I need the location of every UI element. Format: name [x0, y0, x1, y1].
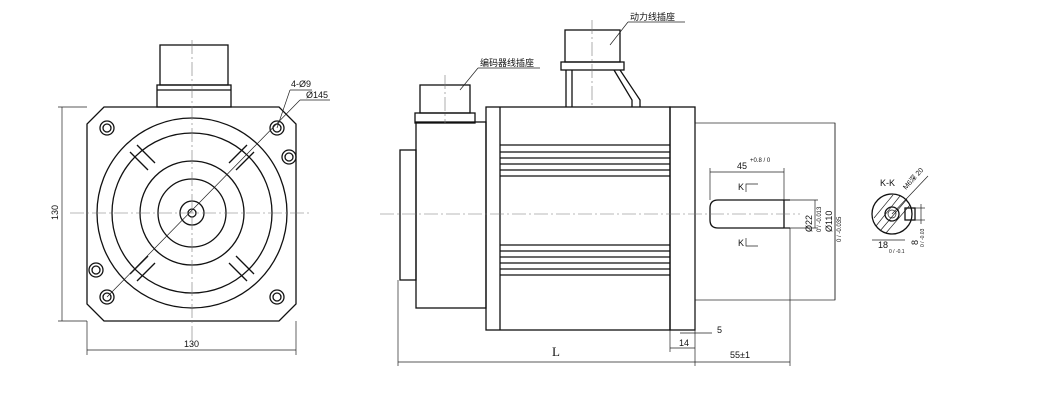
section-circle — [871, 193, 913, 235]
front-view: 4-Ø9 Ø145 130 130 — [50, 40, 330, 355]
power-connector-front — [159, 44, 229, 86]
thread-label: M6深 20 — [901, 166, 925, 192]
section-mark-top: K — [738, 182, 744, 192]
pcd-label: Ø145 — [306, 90, 328, 100]
front-flange — [669, 106, 696, 331]
connector-base-front — [156, 84, 232, 108]
dim-key-width-tol: 0 / -0.03 — [920, 228, 926, 247]
power-connector-label: 动力线插座 — [630, 11, 675, 22]
dim-flange: 14 — [679, 338, 689, 348]
rear-cap — [399, 149, 417, 281]
section-mark-bottom: K — [738, 238, 744, 248]
motor-body — [485, 106, 671, 331]
dim-shaft-length: 55±1 — [730, 350, 750, 360]
dim-shaft-dia-tol: 0 / -0.013 — [817, 206, 823, 232]
dim-shaft-dia: Ø22 — [804, 215, 814, 232]
dim-key-length: 45 — [737, 161, 747, 171]
flange-square — [86, 106, 297, 322]
dim-key-width: 8 — [910, 240, 920, 245]
dim-key-height: 18 — [878, 240, 888, 250]
dim-pilot-dia: Ø110 — [824, 211, 834, 232]
encoder-connector-label: 编码器线插座 — [480, 57, 534, 68]
dim-height: 130 — [50, 205, 60, 220]
dim-key-length-tol: +0.8 / 0 — [750, 158, 771, 164]
section-title: K-K — [880, 178, 895, 188]
encoder-housing — [415, 121, 487, 309]
mounting-holes — [88, 120, 297, 305]
pilot-outline — [694, 122, 836, 301]
dim-key-height-tol: 0 / -0.1 — [889, 249, 905, 255]
section-view: K-K M6深 20 18 0 / -0.1 8 0 / -0.03 — [871, 166, 929, 255]
dim-width: 130 — [184, 339, 199, 349]
hole-callout: 4-Ø9 — [291, 79, 311, 89]
dim-step: 5 — [717, 325, 722, 335]
cooling-fins — [500, 144, 670, 276]
dim-length: L — [552, 344, 560, 359]
power-connector — [564, 29, 621, 63]
side-view: 编码器线插座 动力线插座 L 14 55±1 5 45 +0.8 / 0 K K… — [380, 11, 843, 366]
dim-pilot-dia-tol: 0 / -0.035 — [837, 216, 843, 242]
